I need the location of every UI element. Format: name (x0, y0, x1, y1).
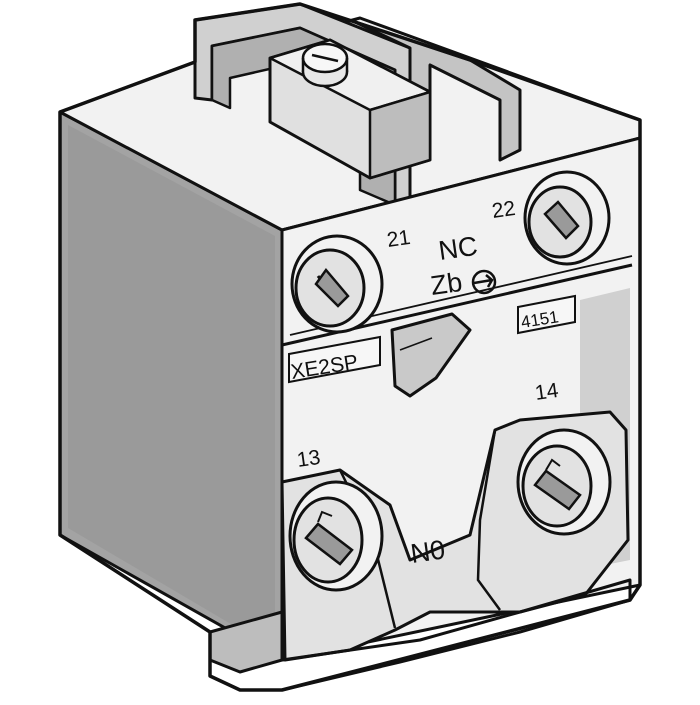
terminal-label-14: 14 (533, 379, 560, 405)
housing-top (58, 2, 642, 232)
terminal-screw-21 (290, 234, 384, 334)
terminal-screw-22 (523, 170, 611, 266)
terminal-screw-14 (516, 428, 612, 536)
terminal-label-21: 21 (385, 226, 411, 252)
terminal-label-22: 22 (490, 197, 516, 223)
contact-lever (390, 312, 472, 398)
housing-outline (58, 2, 642, 692)
terminal-label-13: 13 (295, 446, 321, 472)
contact-label-nc: NC (437, 231, 480, 266)
contact-label-no: N0 (409, 534, 447, 569)
housing-left-side (58, 110, 284, 662)
model-plate: XE2SP (288, 335, 381, 384)
contact-label-zb: Zb (429, 267, 464, 301)
terminal-screw-13 (288, 480, 384, 592)
positive-opening-icon (471, 269, 497, 295)
